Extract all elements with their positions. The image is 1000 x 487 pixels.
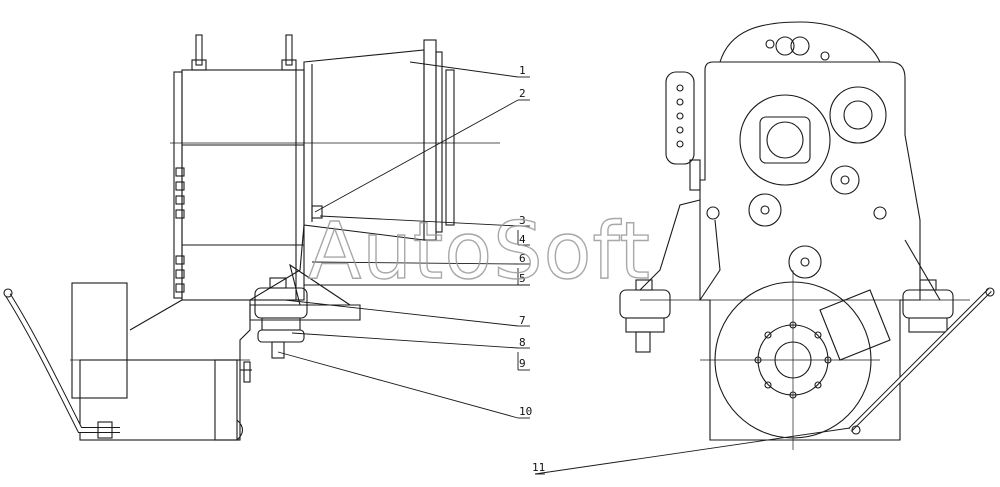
- callout-6: 6: [519, 252, 526, 265]
- callout-9: 9: [519, 357, 526, 370]
- callout-4: 4: [519, 233, 526, 246]
- callout-11: 11: [532, 461, 545, 474]
- callout-3: 3: [519, 214, 526, 227]
- callout-2: 2: [519, 87, 526, 100]
- front-view: [619, 21, 995, 450]
- watermark-text: AutoSoft: [308, 207, 651, 297]
- callout-10: 10: [519, 405, 532, 418]
- callout-5: 5: [519, 272, 526, 285]
- callout-numbers: 1 2 3 4 6 5 7 8 9 10 11: [519, 64, 545, 474]
- callout-8: 8: [519, 336, 526, 349]
- leader-lines: [277, 61, 851, 475]
- side-view: [3, 34, 500, 441]
- callout-7: 7: [519, 314, 526, 327]
- callout-1: 1: [519, 64, 526, 77]
